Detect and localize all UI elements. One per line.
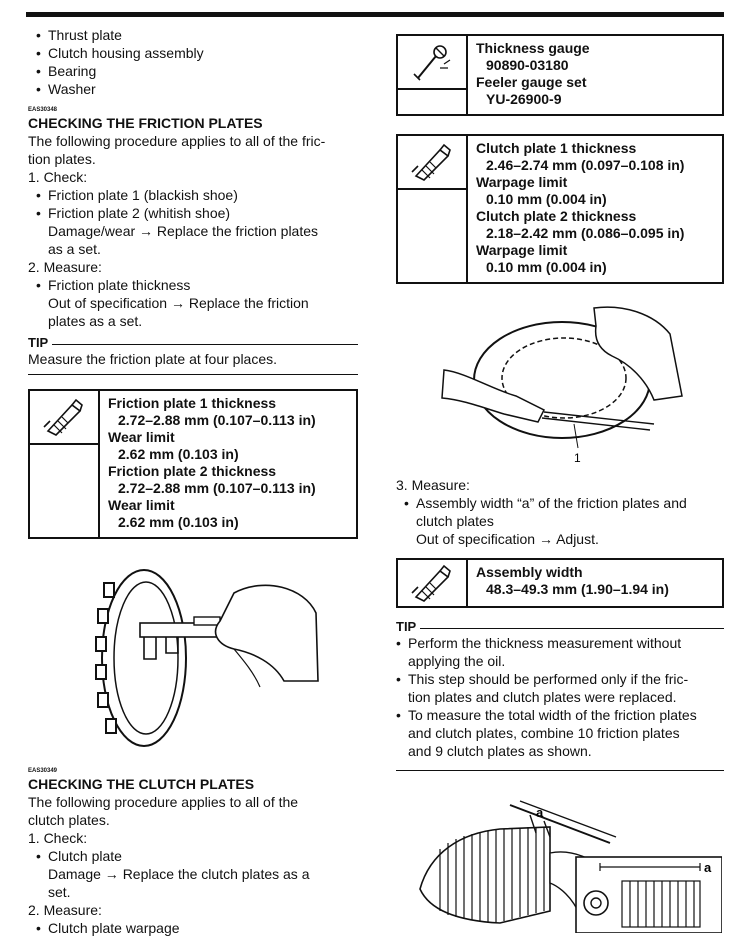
list-item: •Clutch plate (36, 848, 122, 864)
clutch-plate-warpage-illustration: 1 (424, 300, 724, 470)
step-label: 3. Measure: (396, 477, 470, 493)
spec-label: Assembly width (476, 564, 583, 580)
figure-label-a: a (536, 805, 544, 820)
spec-label: Wear limit (108, 497, 175, 513)
action-text: plates as a set. (48, 313, 143, 329)
action-text: Damage/wear → Replace the friction plate… (48, 223, 319, 239)
list-item: •Thrust plate (36, 27, 122, 43)
spec-box-clutch: Clutch plate 1 thickness 2.46–2.74 mm (0… (396, 134, 724, 284)
spec-value: 2.62 mm (0.103 in) (118, 514, 239, 530)
action-text: Out of specification → Replace the frict… (48, 295, 309, 311)
tip-end-rule (396, 770, 724, 771)
action-text: Out of specification → Adjust. (416, 531, 599, 547)
spec-label: Friction plate 2 thickness (108, 463, 277, 479)
intro-text: tion plates. (28, 151, 96, 167)
spec-label: Warpage limit (476, 242, 568, 258)
tip-header: TIP (28, 334, 358, 350)
tool-label: Thickness gauge (476, 40, 590, 56)
list-item: •Assembly width “a” of the friction plat… (404, 495, 687, 511)
spec-value: 2.46–2.74 mm (0.097–0.108 in) (486, 157, 685, 173)
right-column: Thickness gauge 90890-03180 Feeler gauge… (396, 26, 724, 933)
caliper-icon (398, 560, 466, 606)
callout-number: 1 (574, 451, 581, 465)
tip-label: TIP (28, 334, 49, 350)
tool-label: Feeler gauge set (476, 74, 587, 90)
action-text: Damage → Replace the clutch plates as a (48, 866, 310, 882)
spec-value: 0.10 mm (0.004 in) (486, 191, 607, 207)
spec-text: Friction plate 1 thickness 2.72–2.88 mm … (100, 391, 324, 537)
tip-item-cont: tion plates and clutch plates were repla… (408, 689, 677, 705)
tip-rule (420, 627, 724, 629)
spec-icon-column (398, 136, 468, 282)
tool-text: Thickness gauge 90890-03180 Feeler gauge… (468, 36, 598, 114)
caliper-icon (30, 391, 98, 445)
intro-text: The following procedure applies to all o… (28, 794, 299, 810)
spec-box-friction: Friction plate 1 thickness 2.72–2.88 mm … (28, 389, 358, 539)
spec-value: 2.18–2.42 mm (0.086–0.095 in) (486, 225, 685, 241)
spec-value: 2.72–2.88 mm (0.107–0.113 in) (118, 480, 316, 496)
list-item: •Washer (36, 81, 96, 97)
tip-item-cont: applying the oil. (408, 653, 506, 669)
spec-label: Clutch plate 1 thickness (476, 140, 637, 156)
wrench-gauge-icon (398, 36, 466, 90)
assembly-width-illustration: a a (400, 793, 724, 933)
tip-item: •To measure the total width of the frict… (396, 707, 697, 723)
tip-item-cont: and clutch plates, combine 10 friction p… (408, 725, 680, 741)
list-item: •Friction plate thickness (36, 277, 191, 293)
spec-icon-column (398, 560, 468, 606)
spec-icon-column (398, 36, 468, 114)
step-label: 1. Check: (28, 830, 88, 846)
tip-item: •Perform the thickness measurement witho… (396, 635, 682, 651)
spec-value: 0.10 mm (0.004 in) (486, 259, 607, 275)
section-code: EAS30349 (28, 768, 58, 774)
step-label: 2. Measure: (28, 902, 102, 918)
step-label: 1. Check: (28, 169, 88, 185)
tip-header: TIP (396, 618, 724, 634)
action-text: as a set. (48, 241, 101, 257)
list-item: •Friction plate 1 (blackish shoe) (36, 187, 238, 203)
tip-rule (52, 343, 358, 345)
list-item: •Friction plate 2 (whitish shoe) (36, 205, 231, 221)
list-item: •Bearing (36, 63, 97, 79)
friction-plate-measure-illustration (84, 563, 358, 753)
tip-item: •This step should be performed only if t… (396, 671, 689, 687)
left-column: •Thrust plate •Clutch housing assembly •… (28, 26, 358, 937)
tip-end-rule (28, 374, 358, 375)
intro-text: clutch plates. (28, 812, 110, 828)
spec-text: Clutch plate 1 thickness 2.46–2.74 mm (0… (468, 136, 692, 282)
spec-value: 2.62 mm (0.103 in) (118, 446, 239, 462)
list-item-cont: clutch plates (416, 513, 494, 529)
figure-label-a: a (704, 860, 712, 875)
spec-icon-column (30, 391, 100, 537)
spec-text: Assembly width 48.3–49.3 mm (1.90–1.94 i… (468, 560, 677, 606)
tip-label: TIP (396, 618, 417, 634)
top-rule (26, 12, 724, 17)
spec-label: Warpage limit (476, 174, 568, 190)
spec-label: Friction plate 1 thickness (108, 395, 277, 411)
tool-number: YU-26900-9 (486, 91, 562, 107)
tip-item-cont: and 9 clutch plates as shown. (408, 743, 592, 759)
intro-text: The following procedure applies to all o… (28, 133, 326, 149)
tool-number: 90890-03180 (486, 57, 569, 73)
spec-box-assembly: Assembly width 48.3–49.3 mm (1.90–1.94 i… (396, 558, 724, 608)
section-title: CHECKING THE CLUTCH PLATES (28, 776, 255, 792)
tip-text: Measure the friction plate at four place… (28, 351, 278, 367)
step-label: 2. Measure: (28, 259, 102, 275)
section-code: EAS30348 (28, 107, 58, 113)
spec-value: 48.3–49.3 mm (1.90–1.94 in) (486, 581, 669, 597)
list-item: •Clutch housing assembly (36, 45, 204, 61)
section-title: CHECKING THE FRICTION PLATES (28, 115, 263, 131)
spec-label: Clutch plate 2 thickness (476, 208, 637, 224)
action-text: set. (48, 884, 71, 900)
list-item: •Clutch plate warpage (36, 920, 180, 936)
spec-label: Wear limit (108, 429, 175, 445)
spec-value: 2.72–2.88 mm (0.107–0.113 in) (118, 412, 316, 428)
caliper-icon (398, 136, 466, 190)
tool-box: Thickness gauge 90890-03180 Feeler gauge… (396, 34, 724, 116)
